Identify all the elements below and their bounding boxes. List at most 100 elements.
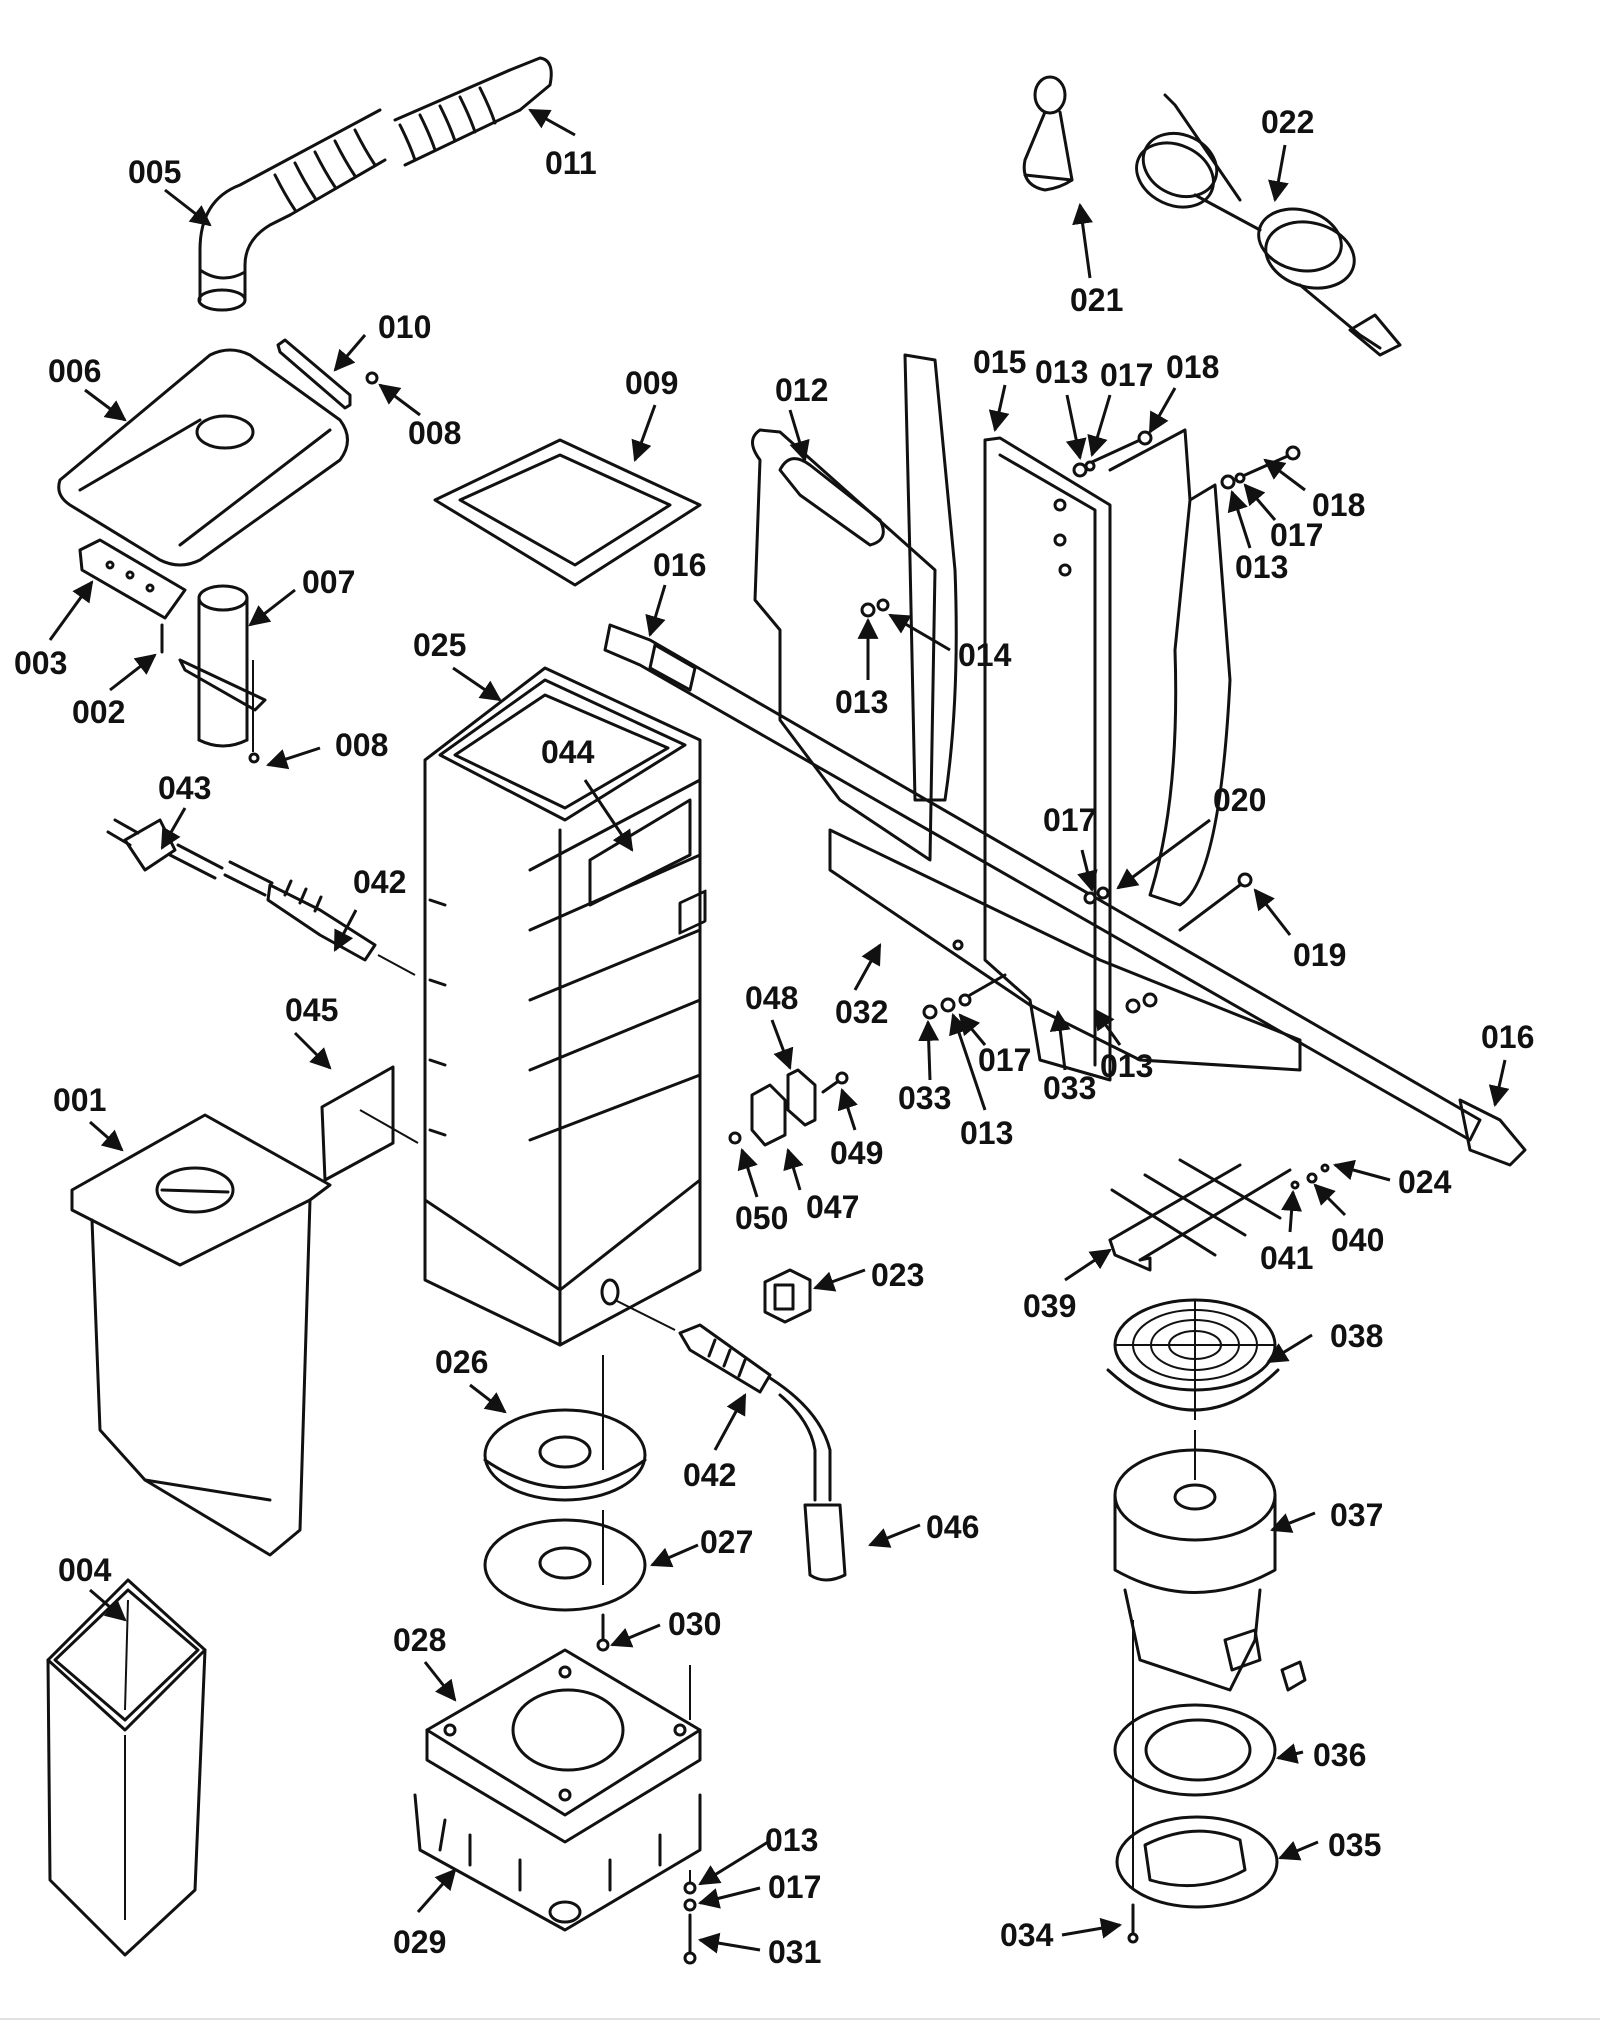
svg-text:008: 008 bbox=[408, 415, 461, 451]
inlet-tube-drawing bbox=[178, 584, 267, 764]
svg-text:041: 041 bbox=[1260, 1240, 1313, 1276]
svg-text:009: 009 bbox=[625, 365, 678, 401]
svg-text:017: 017 bbox=[1270, 517, 1323, 553]
callout-035: 035 bbox=[1278, 1827, 1381, 1863]
svg-text:038: 038 bbox=[1330, 1318, 1383, 1354]
callout-008a: 008 bbox=[378, 383, 461, 451]
callout-042a: 042 bbox=[333, 864, 406, 952]
callout-033b: 033 bbox=[1043, 1009, 1096, 1106]
svg-text:017: 017 bbox=[978, 1042, 1031, 1078]
svg-text:001: 001 bbox=[53, 1082, 106, 1118]
callout-029: 029 bbox=[393, 1868, 457, 1960]
callout-047: 047 bbox=[783, 1147, 859, 1225]
svg-text:016: 016 bbox=[1481, 1019, 1534, 1055]
callout-001: 001 bbox=[53, 1082, 124, 1152]
svg-text:022: 022 bbox=[1261, 104, 1314, 140]
callout-004: 004 bbox=[58, 1552, 127, 1622]
callout-020: 020 bbox=[1116, 782, 1266, 890]
callout-005: 005 bbox=[128, 154, 212, 227]
cord-hook-drawing bbox=[1022, 75, 1074, 192]
svg-text:013: 013 bbox=[960, 1115, 1013, 1151]
svg-text:015: 015 bbox=[973, 344, 1026, 380]
svg-text:045: 045 bbox=[285, 992, 338, 1028]
svg-text:048: 048 bbox=[745, 980, 798, 1016]
hose-drawing bbox=[266, 56, 553, 217]
svg-text:011: 011 bbox=[545, 145, 597, 181]
callout-043: 043 bbox=[158, 770, 211, 850]
waist-belt-drawing bbox=[603, 623, 1527, 1167]
callout-017d: 017 bbox=[1043, 802, 1098, 893]
bottom-hardware-drawing bbox=[683, 1870, 697, 1965]
callout-013e: 013 bbox=[1093, 1008, 1153, 1084]
callout-008b: 008 bbox=[266, 727, 388, 770]
callout-041: 041 bbox=[1260, 1189, 1313, 1276]
callout-layer: 005 011 006 010 008 003 002 007 008 009 … bbox=[14, 104, 1534, 1970]
svg-text:013: 013 bbox=[1035, 354, 1088, 390]
svg-text:037: 037 bbox=[1330, 1497, 1383, 1533]
wire-guard-drawing bbox=[1108, 1158, 1330, 1272]
svg-text:026: 026 bbox=[435, 1344, 488, 1380]
callout-032: 032 bbox=[835, 943, 888, 1030]
callout-026: 026 bbox=[435, 1344, 507, 1414]
plug-cord-drawing bbox=[106, 818, 416, 976]
hardware-drawing bbox=[860, 430, 1301, 1020]
svg-text:042: 042 bbox=[353, 864, 406, 900]
callout-010: 010 bbox=[333, 309, 431, 372]
svg-text:012: 012 bbox=[775, 372, 828, 408]
cover-latch-bracket-drawing bbox=[276, 338, 379, 410]
svg-text:021: 021 bbox=[1070, 282, 1123, 318]
bottom-divider bbox=[0, 2018, 1600, 2020]
callout-039: 039 bbox=[1023, 1248, 1112, 1324]
svg-text:004: 004 bbox=[58, 1552, 112, 1588]
cloth-bag-drawing bbox=[46, 1578, 207, 1957]
callout-050: 050 bbox=[735, 1147, 788, 1236]
callout-002: 002 bbox=[72, 653, 157, 730]
svg-text:047: 047 bbox=[806, 1189, 859, 1225]
callout-013c: 013 bbox=[1227, 490, 1288, 585]
callout-003: 003 bbox=[14, 580, 94, 681]
callout-023: 023 bbox=[813, 1257, 924, 1293]
callout-037: 037 bbox=[1270, 1497, 1383, 1533]
callout-027: 027 bbox=[650, 1524, 753, 1568]
svg-text:007: 007 bbox=[302, 564, 355, 600]
svg-text:033: 033 bbox=[1043, 1070, 1096, 1106]
callout-021: 021 bbox=[1070, 202, 1123, 318]
svg-text:036: 036 bbox=[1313, 1737, 1366, 1773]
rocker-switch-drawing bbox=[763, 1268, 812, 1324]
svg-text:019: 019 bbox=[1293, 937, 1346, 973]
callout-016a: 016 bbox=[645, 547, 706, 638]
base-drawing bbox=[413, 1793, 702, 1932]
callout-015: 015 bbox=[973, 344, 1026, 433]
top-cover-drawing bbox=[57, 348, 349, 567]
svg-text:017: 017 bbox=[1043, 802, 1096, 838]
callout-016b: 016 bbox=[1481, 1019, 1534, 1108]
svg-text:023: 023 bbox=[871, 1257, 924, 1293]
callout-033a: 033 bbox=[898, 1019, 951, 1116]
svg-text:003: 003 bbox=[14, 645, 67, 681]
svg-text:016: 016 bbox=[653, 547, 706, 583]
svg-text:027: 027 bbox=[700, 1524, 753, 1560]
svg-text:031: 031 bbox=[768, 1934, 821, 1970]
callout-013f: 013 bbox=[698, 1822, 818, 1886]
main-housing-drawing bbox=[423, 666, 707, 1347]
callout-017b: 017 bbox=[1243, 483, 1323, 553]
gasket-drawing bbox=[483, 1510, 647, 1652]
callout-019: 019 bbox=[1253, 888, 1346, 973]
svg-text:018: 018 bbox=[1312, 487, 1365, 523]
filter-bag-drawing bbox=[70, 1113, 332, 1557]
svg-text:010: 010 bbox=[378, 309, 431, 345]
svg-text:035: 035 bbox=[1328, 1827, 1381, 1863]
callout-040: 040 bbox=[1313, 1183, 1384, 1258]
filter-gasket-drawing bbox=[433, 438, 702, 587]
callout-048: 048 bbox=[745, 980, 798, 1070]
svg-text:017: 017 bbox=[1100, 357, 1153, 393]
callout-049: 049 bbox=[830, 1088, 883, 1171]
motor-filter-cap-drawing bbox=[1106, 1298, 1280, 1480]
svg-text:014: 014 bbox=[958, 637, 1012, 673]
svg-text:013: 013 bbox=[1235, 549, 1288, 585]
svg-text:046: 046 bbox=[926, 1509, 979, 1545]
svg-text:043: 043 bbox=[158, 770, 211, 806]
svg-text:013: 013 bbox=[835, 684, 888, 720]
callout-007: 007 bbox=[248, 564, 355, 627]
